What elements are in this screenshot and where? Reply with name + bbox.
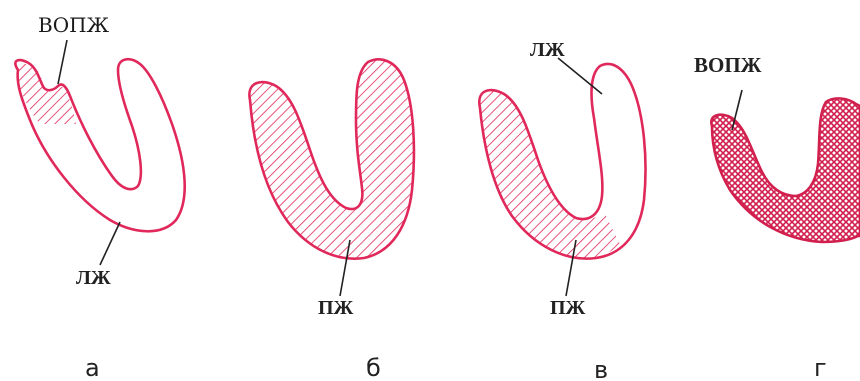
panel-a-label-vopzh: ВОПЖ <box>38 13 110 37</box>
panel-a-caption: а <box>85 354 100 381</box>
panel-a-label-lzh: ЛЖ <box>76 267 111 289</box>
panel-a-hatched-region <box>17 64 76 124</box>
panel-v-caption: в <box>594 356 608 381</box>
panel-v-label-pzh: ПЖ <box>550 297 586 319</box>
panel-b-caption: б <box>366 354 381 381</box>
panel-v-top-leader <box>558 58 602 94</box>
panel-v: ЛЖ ПЖ в <box>479 39 645 381</box>
panel-v-label-lzh: ЛЖ <box>530 39 565 61</box>
panel-g-crosshatched-shape <box>711 98 860 242</box>
panel-a-bottom-leader <box>100 222 120 265</box>
panel-g-label-vopzh: ВОПЖ <box>694 53 762 77</box>
panel-g: ВОПЖ г <box>694 53 860 381</box>
panel-a: ВОПЖ ЛЖ а <box>15 13 184 381</box>
panel-b: ПЖ б <box>249 59 414 381</box>
panel-b-u-shape <box>249 59 414 258</box>
panel-b-label-pzh: ПЖ <box>318 297 354 319</box>
panel-v-hatched-region <box>479 90 620 258</box>
panel-a-top-leader <box>58 40 67 84</box>
panel-g-caption: г <box>814 354 827 381</box>
